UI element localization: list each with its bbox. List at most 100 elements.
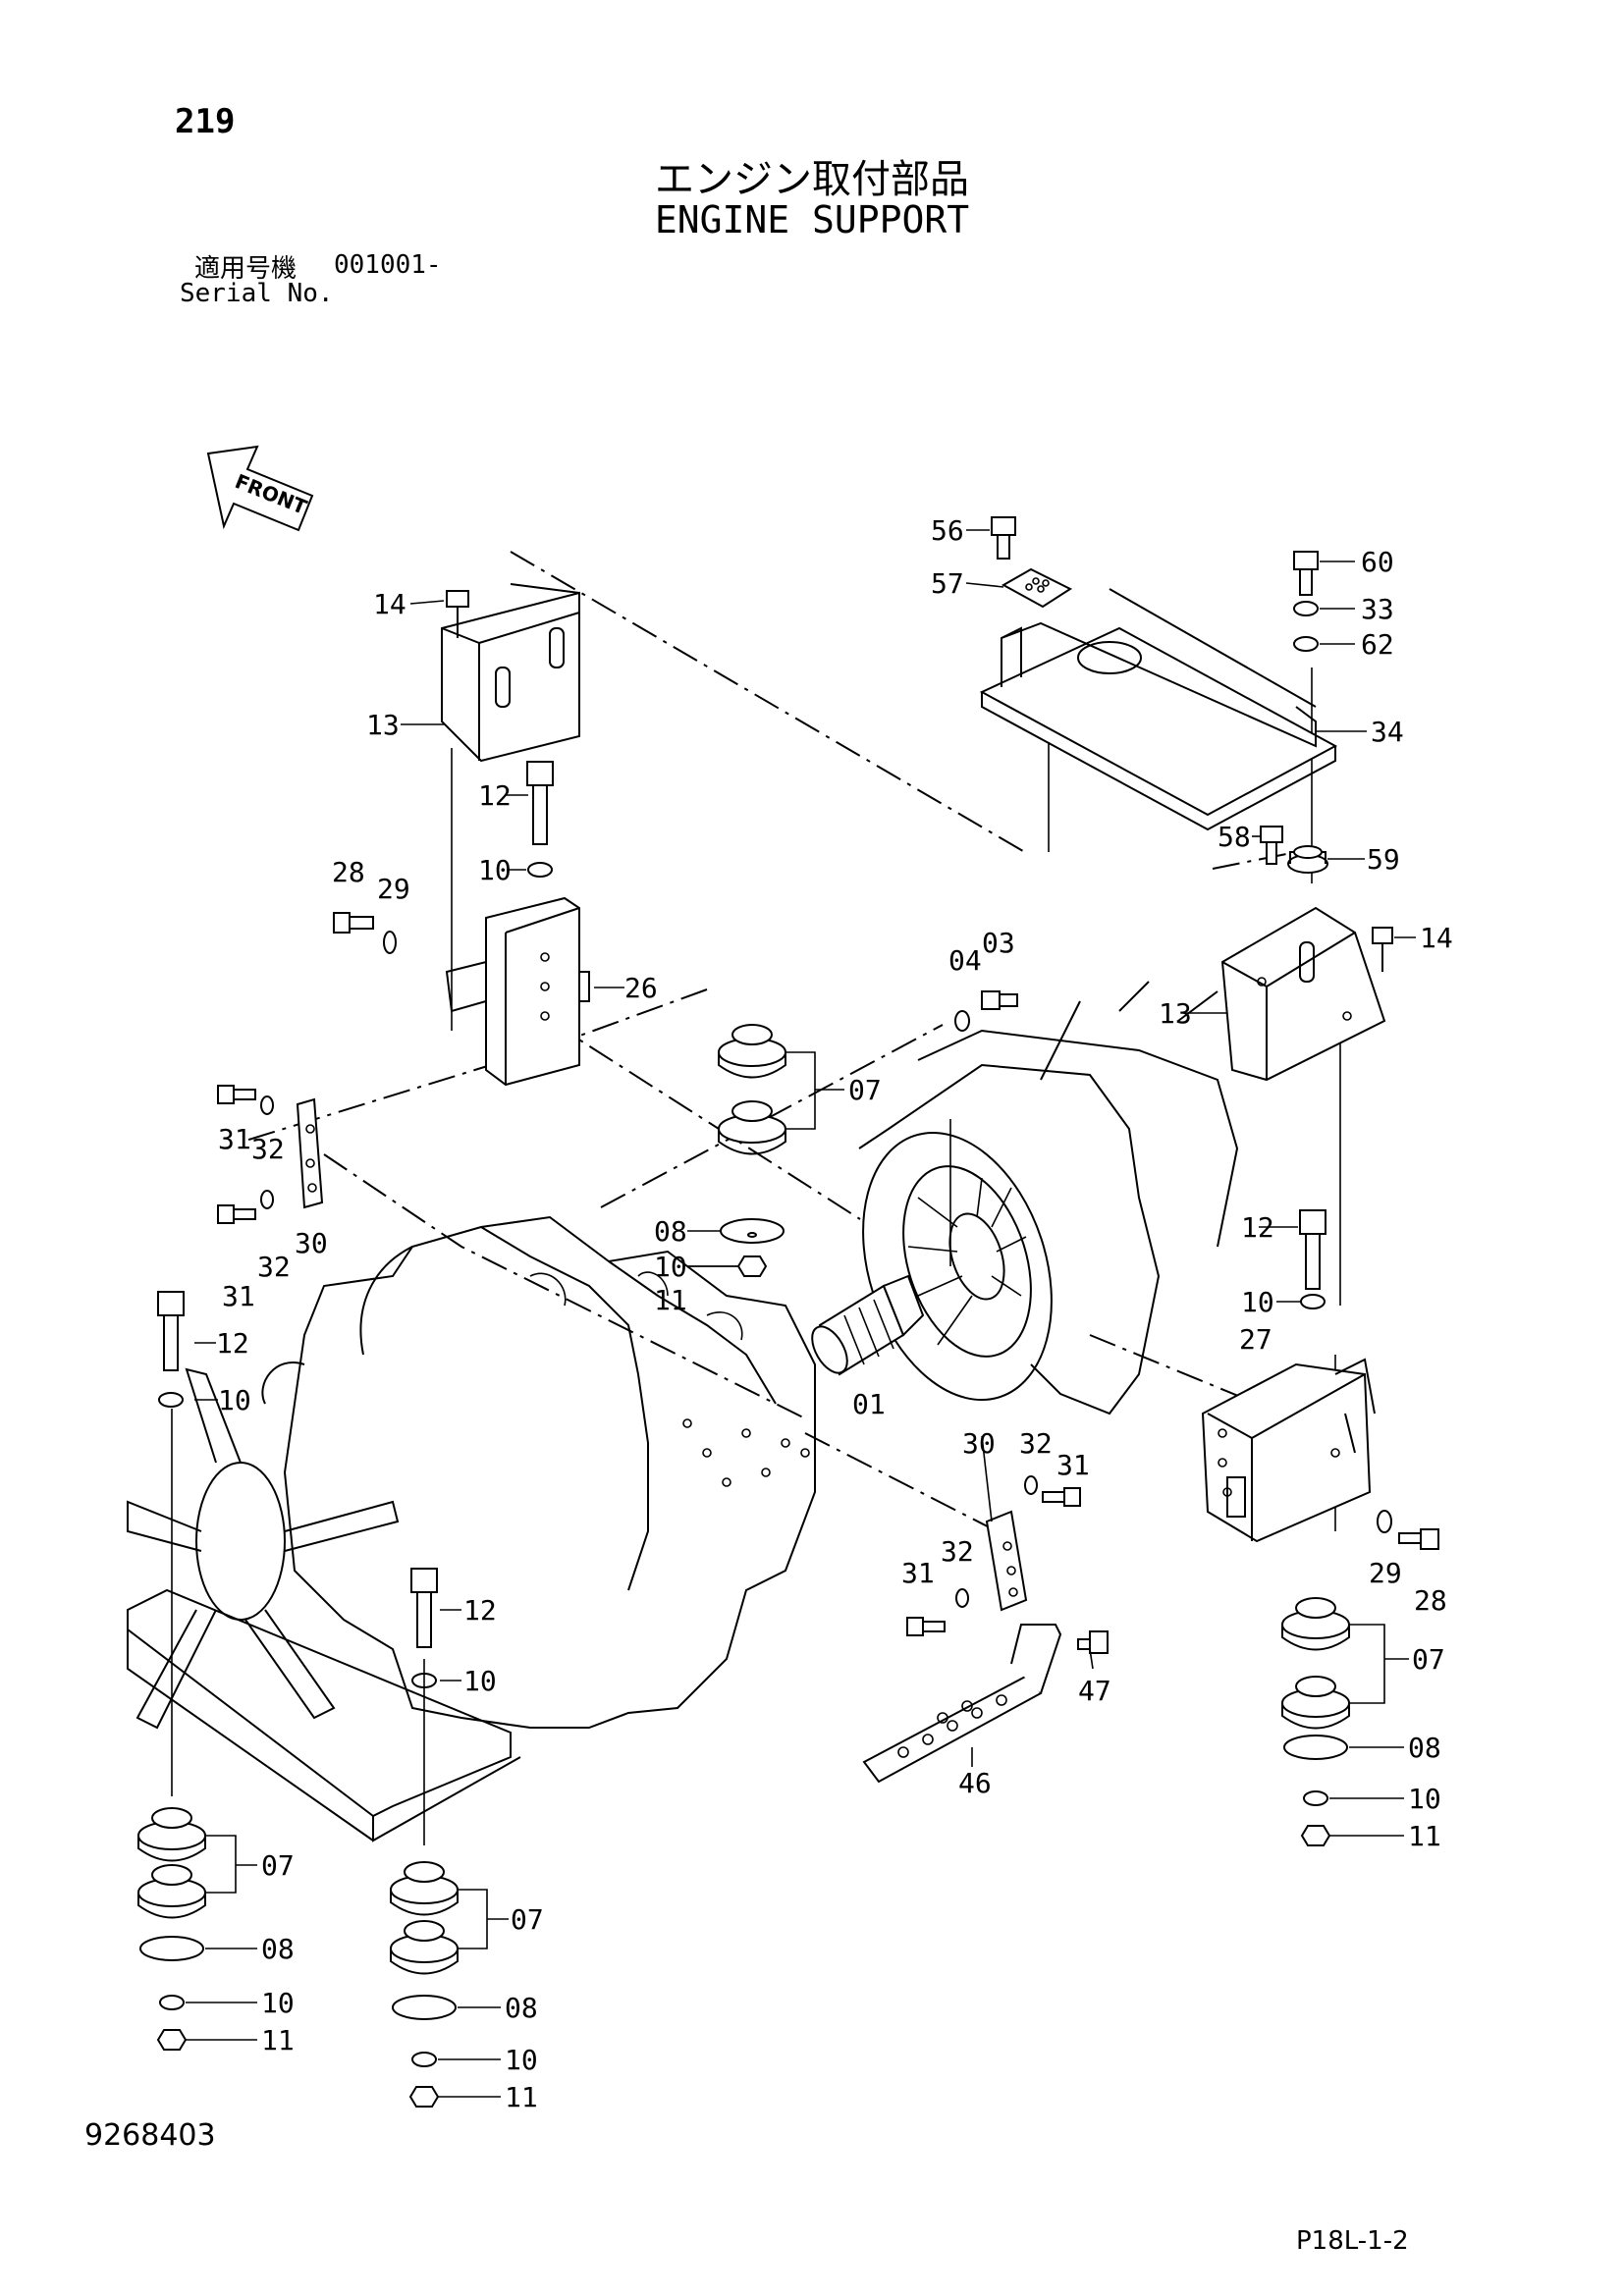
nut-11-upper-center bbox=[736, 1255, 768, 1277]
bolt-60 bbox=[1293, 551, 1319, 596]
flywheel-housing bbox=[858, 981, 1239, 1415]
callout-30: 30 bbox=[295, 1227, 328, 1259]
callout-27: 27 bbox=[1239, 1323, 1272, 1356]
callout-11: 11 bbox=[654, 1284, 687, 1316]
bolt-56 bbox=[991, 516, 1016, 560]
washer-32-upper-left bbox=[260, 1095, 274, 1115]
callout-26: 26 bbox=[624, 972, 658, 1004]
bolt-28-left bbox=[333, 912, 374, 934]
callout-32: 32 bbox=[941, 1535, 974, 1568]
plate-30-left bbox=[296, 1097, 324, 1209]
cover-34 bbox=[979, 588, 1338, 831]
callout-07: 07 bbox=[261, 1849, 295, 1882]
page-number: 219 bbox=[175, 102, 236, 141]
washer-29-right bbox=[1377, 1510, 1392, 1533]
callout-32: 32 bbox=[257, 1251, 291, 1283]
serial-label-japanese: 適用号機 bbox=[194, 254, 298, 284]
washer-10-left bbox=[158, 1392, 184, 1408]
callout-07: 07 bbox=[511, 1903, 544, 1936]
leader-lines bbox=[186, 529, 1416, 2098]
washer-04 bbox=[954, 1010, 970, 1032]
bolt-31-upper-left bbox=[217, 1085, 256, 1104]
bolt-12-left bbox=[157, 1291, 185, 1371]
callout-62: 62 bbox=[1361, 628, 1394, 661]
nut-11-lower-left bbox=[156, 2029, 188, 2051]
callout-60: 60 bbox=[1361, 546, 1394, 578]
callout-14: 14 bbox=[1420, 922, 1453, 954]
callout-08: 08 bbox=[654, 1215, 687, 1248]
rubber-mount-07-lower-left bbox=[137, 1807, 206, 1919]
mount-59 bbox=[1287, 845, 1328, 874]
bolt-31-upper-right bbox=[1042, 1487, 1081, 1507]
rubber-mount-07-lower-center bbox=[390, 1861, 459, 1975]
callout-01: 01 bbox=[852, 1388, 886, 1420]
bolt-31-lower-left bbox=[217, 1204, 256, 1224]
page-code: P18L-1-2 bbox=[1296, 2226, 1409, 2256]
rubber-mount-07-right bbox=[1281, 1597, 1350, 1730]
serial-range: 001001- bbox=[334, 250, 442, 280]
callout-10: 10 bbox=[654, 1251, 687, 1283]
callout-33: 33 bbox=[1361, 593, 1394, 625]
callout-56: 56 bbox=[931, 514, 964, 547]
callout-10: 10 bbox=[1408, 1783, 1441, 1815]
washer-10-right-lower bbox=[1303, 1790, 1328, 1806]
washer-32-upper-right bbox=[1024, 1475, 1038, 1495]
bolt-12-right bbox=[1299, 1209, 1326, 1290]
callout-10: 10 bbox=[218, 1384, 251, 1416]
washer-10-upper bbox=[527, 862, 553, 878]
bracket-46 bbox=[862, 1624, 1062, 1784]
callout-labels: 14 13 12 10 28 29 26 56 57 60 33 62 34 5… bbox=[216, 514, 1453, 2113]
callout-13: 13 bbox=[366, 709, 400, 741]
front-label: FRONT bbox=[232, 469, 310, 519]
callout-08: 08 bbox=[1408, 1732, 1441, 1764]
callout-47: 47 bbox=[1078, 1675, 1111, 1707]
callout-10: 10 bbox=[463, 1665, 497, 1697]
callout-31: 31 bbox=[1056, 1449, 1090, 1481]
plate-08-upper-center bbox=[720, 1218, 785, 1244]
callout-11: 11 bbox=[1408, 1820, 1441, 1852]
washer-10-lower-center-2 bbox=[411, 2052, 437, 2067]
washer-10-lower-center bbox=[411, 1673, 437, 1688]
callout-12: 12 bbox=[216, 1327, 249, 1360]
callout-30: 30 bbox=[962, 1427, 996, 1460]
callout-46: 46 bbox=[958, 1767, 992, 1799]
washer-29-left bbox=[383, 931, 397, 954]
callout-08: 08 bbox=[261, 1933, 295, 1965]
bolt-47 bbox=[1077, 1630, 1109, 1654]
bolt-58 bbox=[1260, 826, 1283, 865]
bolt-14-right bbox=[1372, 927, 1393, 972]
washer-32-lower-left bbox=[260, 1190, 274, 1209]
callout-34: 34 bbox=[1371, 716, 1404, 748]
front-arrow-icon: FRONT bbox=[206, 445, 314, 532]
callout-13: 13 bbox=[1159, 997, 1192, 1030]
callout-32: 32 bbox=[1019, 1427, 1053, 1460]
callout-31: 31 bbox=[901, 1557, 935, 1589]
callout-59: 59 bbox=[1367, 843, 1400, 876]
splined-shaft-01 bbox=[811, 1274, 925, 1376]
plate-08-lower-left bbox=[139, 1936, 204, 1961]
callout-29: 29 bbox=[1369, 1557, 1402, 1589]
drawing-number: 9268403 bbox=[84, 2118, 216, 2153]
washer-33 bbox=[1293, 601, 1319, 616]
callout-10: 10 bbox=[1241, 1286, 1274, 1318]
plate-30-right bbox=[985, 1510, 1028, 1612]
callout-29: 29 bbox=[377, 873, 410, 905]
page-title-japanese: エンジン取付部品 bbox=[655, 157, 969, 202]
callout-11: 11 bbox=[261, 2024, 295, 2056]
engine-bracket-front-left bbox=[441, 583, 580, 763]
callout-12: 12 bbox=[463, 1594, 497, 1627]
bracket-27 bbox=[1201, 1358, 1376, 1543]
callout-10: 10 bbox=[505, 2044, 538, 2076]
bolt-31-lower-right bbox=[906, 1617, 946, 1636]
callout-10: 10 bbox=[478, 854, 512, 886]
rubber-mount-07-upper-center bbox=[718, 1024, 786, 1155]
plate-57 bbox=[1001, 567, 1073, 609]
callout-07: 07 bbox=[848, 1074, 882, 1106]
page-title: ENGINE SUPPORT bbox=[654, 198, 970, 241]
callout-07: 07 bbox=[1412, 1643, 1445, 1676]
callout-12: 12 bbox=[1241, 1211, 1274, 1244]
nut-11-right bbox=[1300, 1825, 1331, 1846]
cooling-fan bbox=[127, 1367, 400, 1730]
serial-label: Serial No. bbox=[180, 279, 334, 308]
